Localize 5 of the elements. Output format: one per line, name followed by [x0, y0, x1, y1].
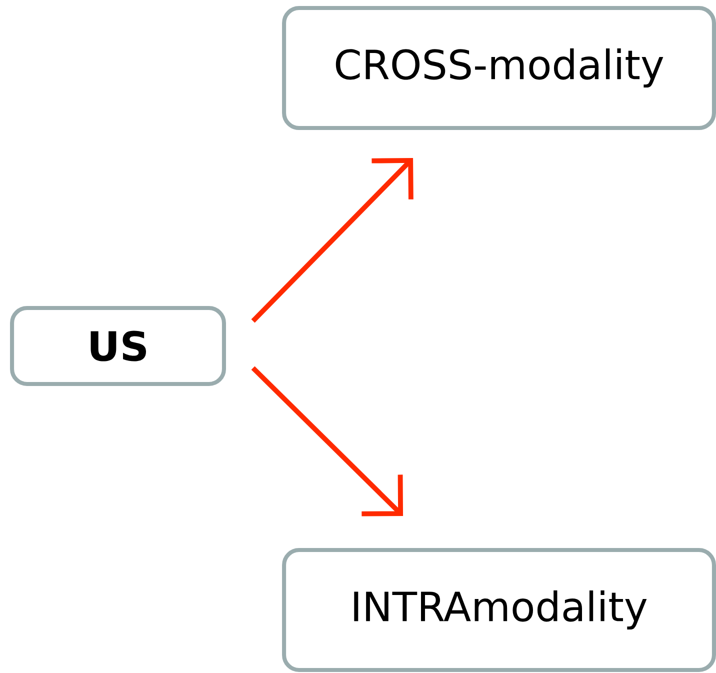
arrow	[251, 366, 404, 516]
arrow	[251, 158, 414, 323]
process-box: CROSS-modality	[282, 6, 716, 130]
process-box: INTRAmodality	[282, 548, 716, 672]
process-box: US	[10, 306, 226, 386]
